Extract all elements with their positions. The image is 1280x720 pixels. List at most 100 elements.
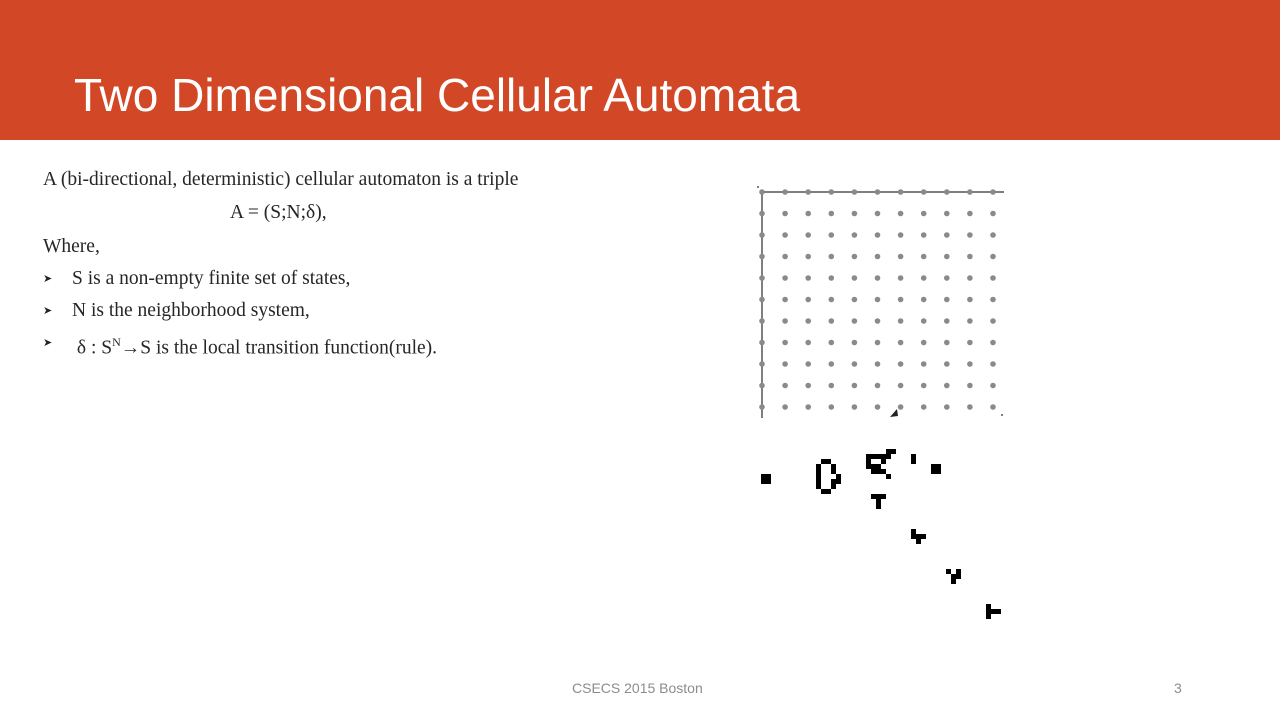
lattice-dot: [920, 404, 927, 410]
live-cell: [876, 469, 881, 474]
lattice-dot: [990, 339, 996, 346]
lattice-dot: [897, 296, 904, 303]
lattice-dot: [990, 404, 996, 410]
lattice-dot: [897, 382, 904, 389]
live-cell: [836, 474, 841, 479]
live-cell: [931, 469, 936, 474]
lattice-dot: [897, 253, 904, 260]
lattice-dot: [944, 296, 950, 303]
lattice-dot: [759, 339, 765, 346]
intro-text: A (bi-directional, deterministic) cellul…: [43, 169, 519, 190]
lattice-dot: [944, 404, 950, 410]
lattice-dot: [805, 296, 811, 303]
lattice-dot: [759, 361, 765, 367]
live-cell: [886, 449, 891, 454]
arrowhead-bullet-icon: ➤: [43, 272, 53, 285]
lattice-dot: [851, 232, 858, 238]
lattice-dot: [782, 339, 788, 346]
lattice-dot: [967, 253, 973, 260]
bullet-text: S is a non-empty finite set of states,: [72, 268, 351, 289]
corner-mark: [1001, 414, 1003, 416]
lattice-grid-figure: [757, 186, 1004, 418]
lattice-dot: [782, 210, 788, 217]
lattice-dot: [782, 189, 788, 195]
lattice-dot: [990, 318, 996, 324]
lattice-dot: [990, 232, 996, 238]
live-cell: [766, 479, 771, 484]
lattice-dot: [944, 361, 950, 367]
live-cell: [816, 469, 821, 474]
lattice-dot: [990, 253, 996, 260]
live-cell: [871, 464, 876, 469]
lattice-dot: [897, 189, 904, 195]
live-cell: [911, 459, 916, 464]
live-cell: [766, 474, 771, 479]
lattice-dot: [759, 296, 765, 303]
lattice-dot: [897, 361, 904, 367]
live-cell: [986, 609, 991, 614]
lattice-dot: [874, 339, 881, 346]
lattice-dot: [944, 339, 950, 346]
lattice-dot: [920, 189, 927, 195]
slide-title: Two Dimensional Cellular Automata: [74, 69, 801, 121]
live-cell: [836, 479, 841, 484]
lattice-dot: [828, 189, 835, 195]
lattice-dot: [759, 189, 765, 195]
live-cell: [886, 454, 891, 459]
lattice-dot: [967, 339, 973, 346]
lattice-axes: [761, 191, 1004, 418]
live-cell: [821, 489, 826, 494]
lattice-dot: [782, 404, 788, 410]
lattice-dot: [828, 210, 835, 217]
lattice-dot: [990, 210, 996, 217]
lattice-dot: [759, 404, 765, 410]
lattice-dot: [782, 318, 788, 324]
live-cell: [826, 459, 831, 464]
lattice-dot: [920, 318, 927, 324]
lattice-dots: [759, 189, 996, 410]
lattice-dot: [920, 361, 927, 367]
cellular-automaton-pattern: [761, 449, 1001, 619]
lattice-dot: [805, 275, 811, 281]
lattice-dot: [828, 318, 835, 324]
lattice-dot: [851, 361, 858, 367]
lattice-dot: [967, 361, 973, 367]
live-cell: [956, 574, 961, 579]
lattice-dot: [920, 339, 927, 346]
live-cell: [821, 459, 826, 464]
lattice-dot: [805, 232, 811, 238]
live-cell: [951, 579, 956, 584]
lattice-dot: [990, 296, 996, 303]
live-cell: [936, 464, 941, 469]
lattice-dot: [990, 189, 996, 195]
lattice-dot: [851, 189, 858, 195]
bullet-item: ➤ N is the neighborhood system,: [43, 299, 633, 322]
lattice-dot: [990, 361, 996, 367]
lattice-dot: [759, 210, 765, 217]
lattice-dot: [967, 382, 973, 389]
title-bar: [0, 0, 1280, 140]
live-cell: [866, 464, 871, 469]
lattice-dot: [944, 382, 950, 389]
lattice-dot: [897, 318, 904, 324]
live-cell: [816, 464, 821, 469]
lattice-dot: [920, 253, 927, 260]
live-cell: [921, 534, 926, 539]
bullet-superscript: N: [112, 335, 121, 349]
lattice-dot: [874, 318, 881, 324]
lattice-dot: [874, 361, 881, 367]
lattice-dot: [851, 210, 858, 217]
live-cell: [876, 494, 881, 499]
arrowhead-bullet-icon: ➤: [43, 336, 53, 349]
live-cell: [881, 469, 886, 474]
body-text: A (bi-directional, deterministic) cellul…: [43, 168, 633, 369]
lattice-dot: [967, 189, 973, 195]
lattice-dot: [874, 404, 881, 410]
live-cell: [871, 469, 876, 474]
lattice-dot: [990, 275, 996, 281]
live-cell: [816, 479, 821, 484]
lattice-dot: [828, 339, 835, 346]
lattice-dot: [805, 382, 811, 389]
lattice-dot: [782, 296, 788, 303]
lattice-dot: [944, 210, 950, 217]
